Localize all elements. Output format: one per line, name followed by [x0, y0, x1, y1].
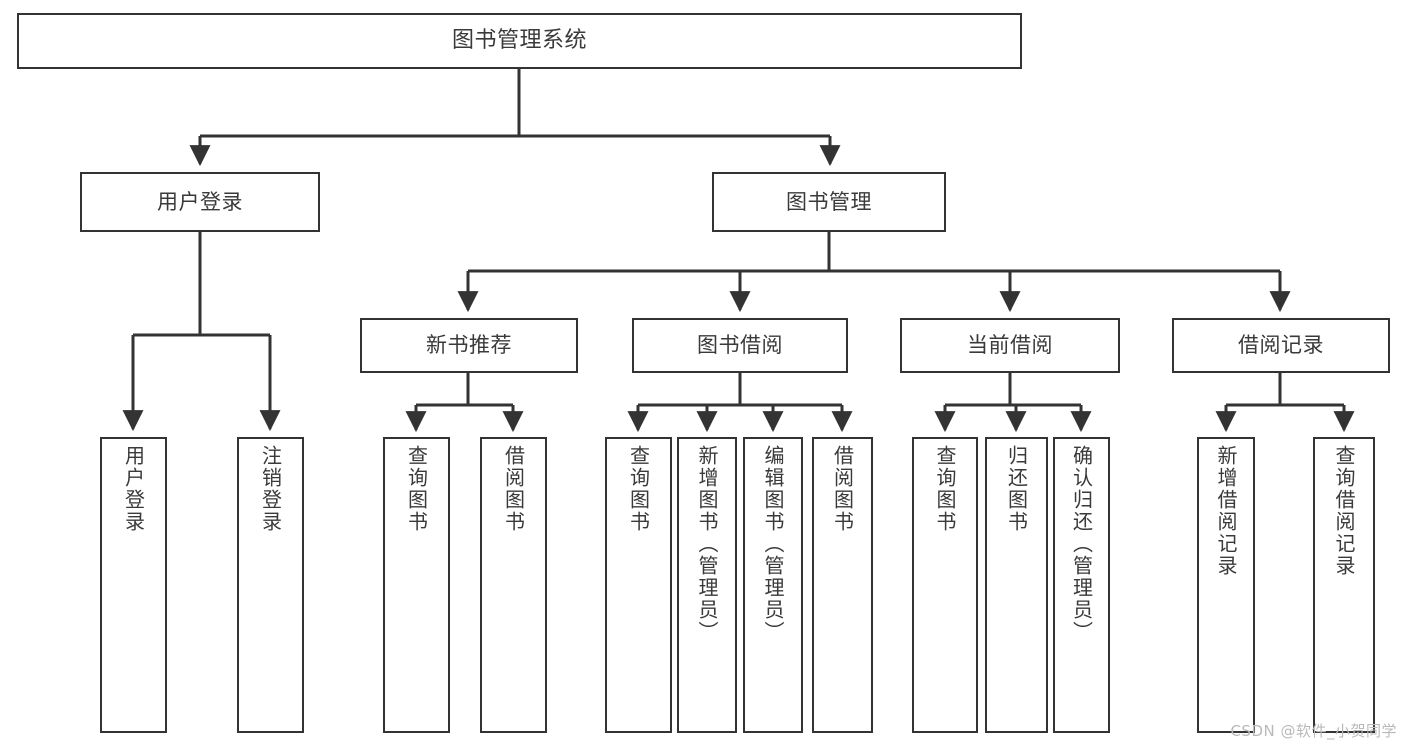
node-leaf-return-book[interactable]: 归还图书 [985, 437, 1048, 733]
node-user-login-label: 用户登录 [157, 189, 243, 214]
node-leaf-logout-label: 注销登录 [258, 445, 283, 533]
node-leaf-user-login[interactable]: 用户登录 [100, 437, 167, 733]
node-borrow-record-label: 借阅记录 [1238, 333, 1324, 358]
node-leaf-query-book-1[interactable]: 查询图书 [383, 437, 450, 733]
watermark: CSDN @软件_小贺同学 [1230, 722, 1397, 740]
node-leaf-user-login-label: 用户登录 [121, 445, 146, 533]
node-root[interactable]: 图书管理系统 [17, 13, 1022, 69]
node-leaf-add-record-label: 新增借阅记录 [1214, 445, 1238, 577]
node-book-manage-label: 图书管理 [786, 189, 872, 214]
node-current-borrow[interactable]: 当前借阅 [900, 318, 1120, 373]
node-leaf-confirm-return-label: 确认归还（管理员） [1069, 445, 1094, 643]
node-leaf-borrow-book-2-label: 借阅图书 [830, 445, 855, 533]
node-book-borrow[interactable]: 图书借阅 [632, 318, 848, 373]
node-leaf-query-record[interactable]: 查询借阅记录 [1313, 437, 1375, 733]
node-leaf-confirm-return[interactable]: 确认归还（管理员） [1053, 437, 1110, 733]
node-leaf-return-book-label: 归还图书 [1004, 445, 1029, 533]
node-user-login[interactable]: 用户登录 [80, 172, 320, 232]
node-leaf-query-book-1-label: 查询图书 [404, 445, 429, 533]
node-leaf-borrow-book-1[interactable]: 借阅图书 [480, 437, 547, 733]
node-leaf-add-book[interactable]: 新增图书（管理员） [677, 437, 737, 733]
node-leaf-query-record-label: 查询借阅记录 [1332, 445, 1356, 577]
node-leaf-query-book-3-label: 查询图书 [933, 445, 957, 533]
node-current-borrow-label: 当前借阅 [967, 333, 1053, 358]
node-root-label: 图书管理系统 [451, 28, 587, 54]
node-leaf-borrow-book-1-label: 借阅图书 [501, 445, 526, 533]
node-book-borrow-label: 图书借阅 [697, 333, 783, 358]
node-borrow-record[interactable]: 借阅记录 [1172, 318, 1390, 373]
node-leaf-add-book-label: 新增图书（管理员） [695, 445, 719, 643]
node-book-manage[interactable]: 图书管理 [712, 172, 946, 232]
node-new-book-recommend[interactable]: 新书推荐 [360, 318, 578, 373]
node-new-book-recommend-label: 新书推荐 [426, 333, 512, 358]
node-leaf-logout[interactable]: 注销登录 [237, 437, 304, 733]
node-leaf-query-book-2[interactable]: 查询图书 [605, 437, 672, 733]
node-leaf-query-book-3[interactable]: 查询图书 [912, 437, 978, 733]
node-leaf-add-record[interactable]: 新增借阅记录 [1197, 437, 1255, 733]
node-leaf-borrow-book-2[interactable]: 借阅图书 [812, 437, 873, 733]
node-leaf-edit-book-label: 编辑图书（管理员） [761, 445, 785, 643]
node-leaf-query-book-2-label: 查询图书 [626, 445, 651, 533]
node-leaf-edit-book[interactable]: 编辑图书（管理员） [743, 437, 803, 733]
